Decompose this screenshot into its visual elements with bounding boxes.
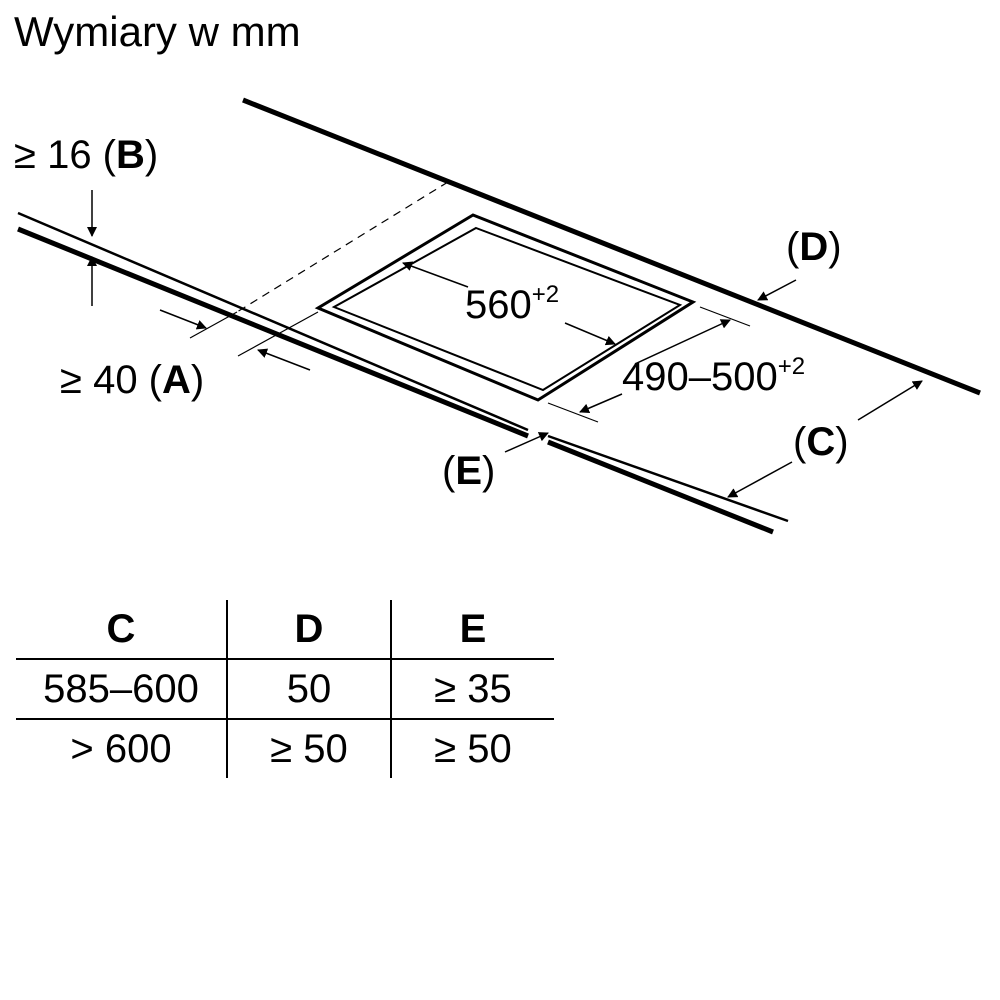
label-d-letter: D [799,225,828,269]
depth-arrow-bottom [579,393,623,414]
label-b-prefix: ≥ 16 ( [14,133,117,177]
table-cell: 50 [227,659,392,720]
label-c-open: ( [793,420,807,464]
c-arrow-top [857,380,923,421]
label-d-open: ( [786,225,800,269]
width-arrow-left [402,261,469,288]
label-depth: 490–500+2 [622,353,805,399]
label-e: (E) [442,449,495,493]
worktop-front-edge-bottom [17,226,529,439]
table-header-e: E [391,600,554,660]
label-depth-tol: +2 [778,353,805,380]
label-a-suffix: ) [191,358,204,402]
page-title: Wymiary w mm [14,8,301,55]
dimensions-table: C D E 585–600 50 ≥ 35 > 600 ≥ 50 ≥ 50 [16,600,554,778]
label-c-close: ) [835,420,848,464]
depth-extension-1 [699,306,751,327]
label-b-suffix: ) [145,133,158,177]
worktop-back-edge [242,97,981,396]
table-row: > 600 ≥ 50 ≥ 50 [16,719,554,778]
table-cell: 585–600 [16,659,228,720]
installation-diagram: ≥ 16 (B) ≥ 40 (A) (D) (C) (E) 560+2 490–… [14,97,981,535]
label-c-letter: C [806,420,835,464]
label-d-close: ) [828,225,841,269]
table-header-d: D [227,600,392,660]
label-b: ≥ 16 (B) [14,133,158,177]
label-e-close: ) [482,449,495,493]
table-cell: > 600 [16,719,228,778]
a-arrow-right [257,348,311,371]
a-arrow-left [159,309,207,330]
label-width-tol: +2 [532,281,559,308]
cutout-outer [314,213,697,402]
table-cell: ≥ 50 [434,726,512,771]
table-cell: ≥ 35 [391,659,554,720]
label-e-open: ( [442,449,456,493]
cutout-inner [331,226,683,392]
table-row: 585–600 50 ≥ 35 [16,659,554,720]
depth-extension-2 [547,402,599,423]
e-arrow [504,432,549,453]
depth-arrow-top [634,319,731,365]
worktop-front-edge-top-right [547,434,789,523]
worktop-front-edge-bottom-right [547,439,774,535]
label-d: (D) [786,225,842,269]
label-depth-value: 490–500 [622,355,778,399]
label-e-letter: E [455,449,482,493]
d-arrow [757,279,797,301]
width-arrow-right [564,322,616,346]
label-a: ≥ 40 (A) [60,358,204,402]
worktop-front-edge-top [17,211,529,432]
table-cell: ≥ 50 [227,719,392,778]
table-header-row: C D E [16,600,554,660]
table-header-c: C [16,600,228,660]
label-c: (C) [793,420,849,464]
label-width: 560+2 [465,281,559,327]
label-a-letter: A [162,358,191,402]
label-a-prefix: ≥ 40 ( [60,358,163,402]
label-b-letter: B [116,133,145,177]
a-extension-1 [189,311,238,339]
a-extension-2 [237,311,319,357]
c-arrow-bottom [727,461,793,498]
label-width-value: 560 [465,283,532,327]
